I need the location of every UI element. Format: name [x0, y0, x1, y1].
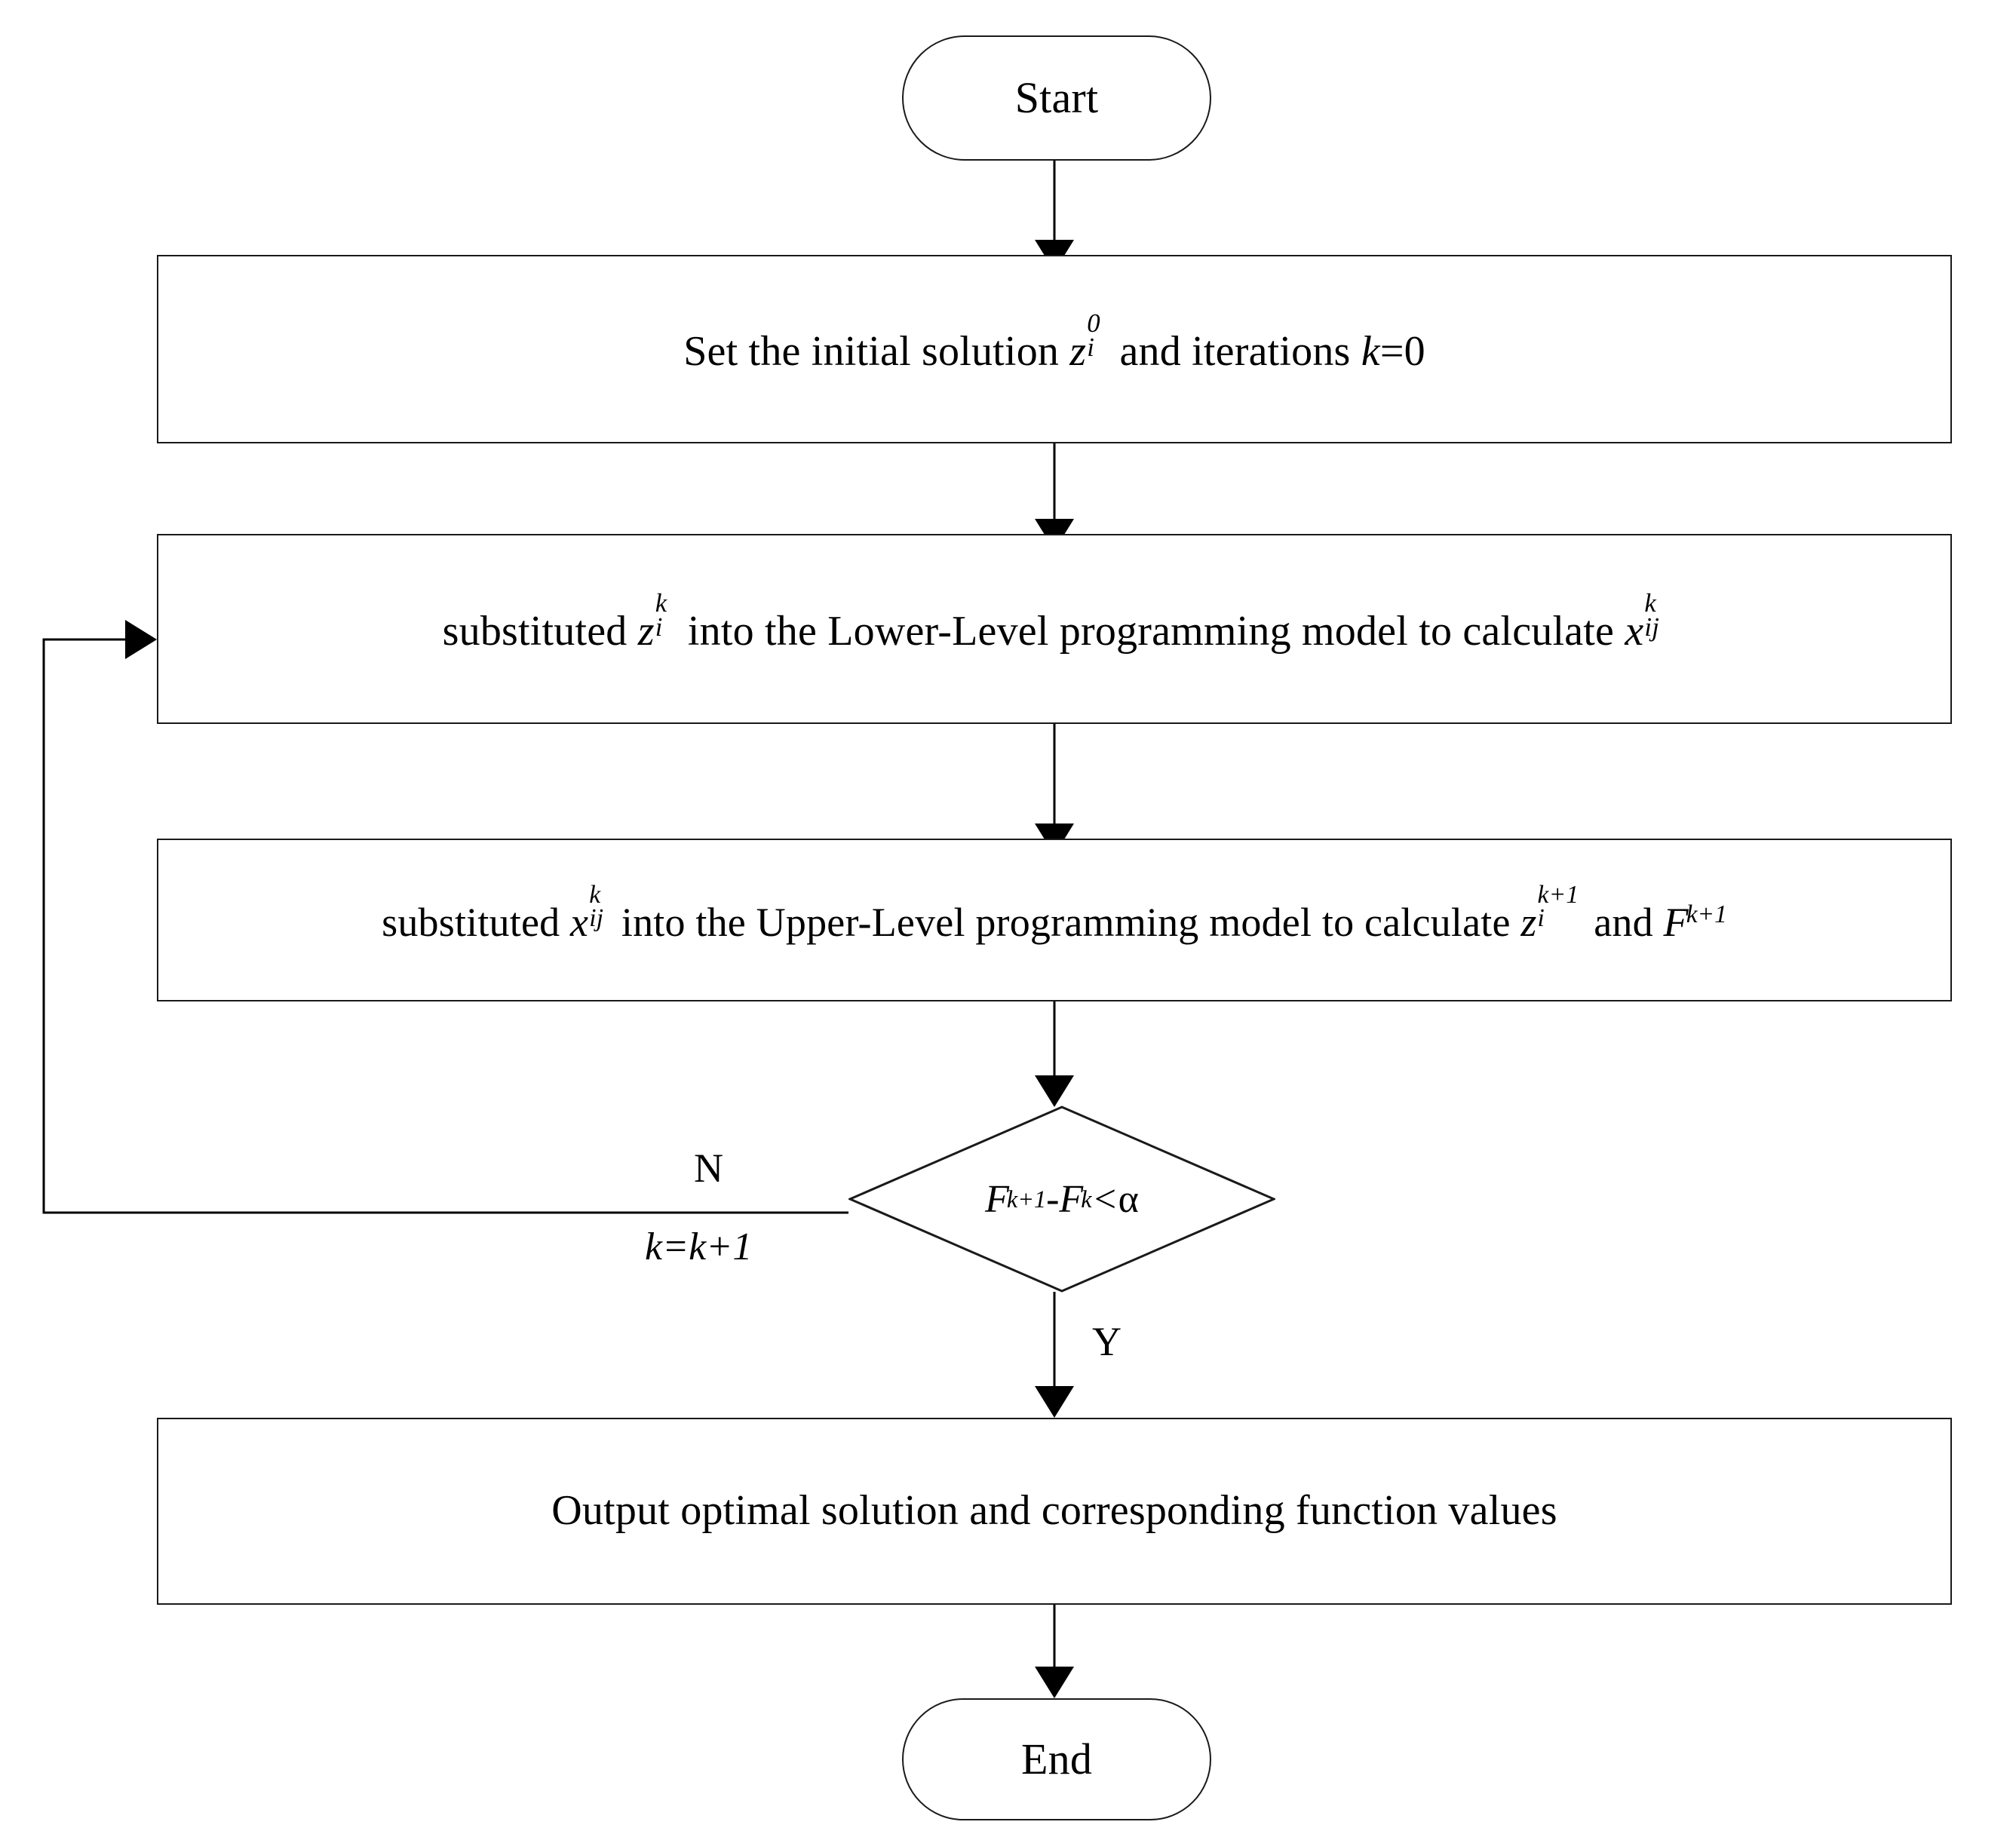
edge-label-yes: Y	[1092, 1319, 1122, 1364]
decision-symbol-alpha: α	[1118, 1177, 1139, 1221]
upper-var-x-sub: ij	[589, 904, 604, 933]
upper-var-x: x	[570, 899, 589, 945]
upper-var-F: F	[1663, 899, 1689, 945]
node-end-label: End	[1020, 1734, 1093, 1784]
lower-text-part-1: substituted	[442, 608, 638, 655]
decision-operator-lt: <	[1091, 1177, 1118, 1221]
lower-var-z: z	[637, 608, 655, 655]
lower-text-part-2: into the Lower-Level programming model t…	[677, 608, 1625, 655]
edge-output-to-end	[1035, 1605, 1074, 1698]
node-start[interactable]: Start	[902, 35, 1211, 161]
decision-var-F1-sup: k+1	[1006, 1185, 1047, 1213]
upper-text-part-2: into the Upper-Level programming model t…	[611, 899, 1521, 945]
upper-var-x-sup: k	[589, 881, 601, 909]
upper-var-z-sub: i	[1537, 904, 1545, 933]
lower-var-x: x	[1625, 608, 1644, 655]
edge-label-increment-k: k=k+1	[645, 1225, 753, 1268]
node-start-label: Start	[1014, 73, 1099, 123]
lower-var-z-sup: k	[655, 588, 667, 618]
node-output-optimal-solution[interactable]: Output optimal solution and correspondin…	[157, 1418, 1952, 1605]
upper-var-F-sup: k+1	[1686, 900, 1727, 929]
edge-decision-yes-to-output	[1035, 1292, 1074, 1418]
init-var-z-sub: i	[1087, 333, 1095, 363]
init-var-k: k	[1361, 328, 1380, 376]
edge-upper-to-decision	[1035, 1001, 1074, 1107]
edge-label-no: N	[694, 1146, 723, 1191]
init-text-part-1: Set the initial solution	[683, 328, 1070, 376]
init-var-z-sup: 0	[1087, 308, 1100, 339]
node-end[interactable]: End	[902, 1698, 1211, 1820]
lower-var-x-sub: ij	[1644, 612, 1660, 643]
diamond-shape	[848, 1106, 1275, 1293]
decision-var-F2: F	[1059, 1177, 1084, 1221]
upper-var-z: z	[1520, 899, 1537, 945]
init-var-z: z	[1069, 328, 1087, 376]
init-text-part-3: =0	[1379, 328, 1425, 376]
lower-var-z-sub: i	[655, 612, 663, 643]
node-output-optimal-solution-label: Output optimal solution and correspondin…	[551, 1487, 1557, 1535]
init-text-part-2: and iterations	[1109, 328, 1361, 376]
decision-var-F2-sup: k	[1081, 1185, 1092, 1213]
upper-text-part-1: substituted	[382, 899, 571, 945]
upper-var-z-sup: k+1	[1537, 881, 1579, 909]
lower-var-x-sup: k	[1644, 588, 1656, 618]
upper-text-part-3: and	[1583, 899, 1664, 945]
decision-operator-minus: -	[1046, 1177, 1060, 1221]
edge-lower-to-upper	[1035, 724, 1074, 855]
decision-var-F1: F	[985, 1177, 1009, 1221]
